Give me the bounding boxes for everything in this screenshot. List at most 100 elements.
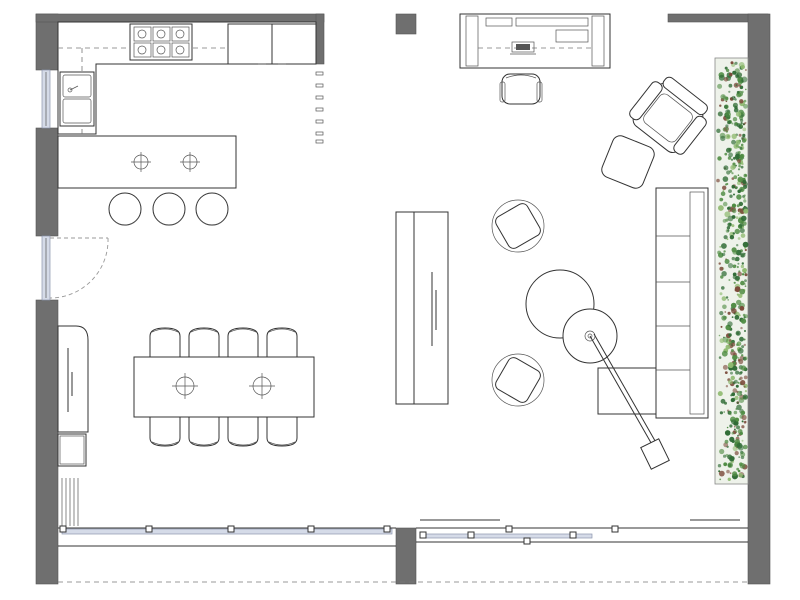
leaf-dot (732, 388, 738, 393)
green-wall-planter (714, 57, 749, 485)
leaf-dot (743, 444, 748, 450)
column-top (395, 13, 417, 35)
leaf-dot (725, 344, 731, 350)
leaf-dot (718, 262, 721, 265)
leaf-dot (735, 186, 738, 189)
leaf-dot (744, 273, 748, 277)
leaf-dot (731, 172, 734, 175)
foliage (716, 61, 749, 481)
leaf-dot (727, 222, 732, 227)
leaf-dot (722, 189, 725, 192)
leaf-dot (723, 454, 727, 458)
leaf-dot (740, 118, 744, 122)
leaf-dot (719, 292, 723, 296)
leaf-dot (743, 421, 747, 424)
leaf-dot (733, 281, 736, 284)
leaf-dot (740, 253, 744, 258)
leaf-dot (739, 154, 744, 159)
leaf-dot (726, 147, 731, 153)
leaf-dot (718, 334, 721, 337)
wall-top-left-return (315, 13, 325, 65)
leaf-dot (725, 133, 731, 140)
leaf-dot (724, 371, 728, 374)
leaf-dot (735, 153, 741, 160)
leaf-dot (738, 164, 741, 168)
armchair (629, 76, 708, 155)
leaf-dot (733, 107, 739, 113)
desk-chair (499, 73, 543, 105)
leaf-dot (736, 265, 739, 269)
leaf-dot (716, 128, 721, 133)
leaf-dot (738, 397, 745, 404)
leaf-dot (744, 285, 747, 288)
office (459, 13, 611, 105)
leaf-dot (739, 146, 743, 150)
leaf-dot (728, 379, 733, 385)
leaf-dot (743, 103, 748, 109)
leaf-dot (730, 165, 736, 170)
leaf-dot (739, 431, 743, 436)
leaf-dot (736, 401, 739, 404)
column-bottom (395, 527, 417, 585)
leaf-dot (721, 286, 725, 290)
leaf-dot (725, 218, 729, 222)
leaf-dot (736, 390, 739, 393)
leaf-dot (737, 381, 740, 384)
leaf-dot (723, 442, 729, 448)
leaf-dot (727, 263, 734, 269)
leaf-dot (720, 398, 726, 404)
entry-door (49, 237, 109, 299)
leaf-dot (726, 170, 731, 175)
leaf-dot (723, 77, 729, 82)
leaf-dot (744, 174, 747, 177)
leaf-dot (722, 304, 727, 310)
leaf-dot (745, 69, 747, 71)
wall-right (747, 13, 771, 585)
leaf-dot (729, 424, 733, 428)
walls (35, 13, 771, 585)
leaf-dot (742, 138, 746, 143)
leaf-dot (744, 279, 747, 283)
left-windows (41, 69, 51, 301)
leaf-dot (732, 471, 738, 477)
leaf-dot (732, 232, 735, 235)
leaf-dot (732, 208, 737, 214)
leaf-dot (737, 347, 744, 354)
leaf-dot (723, 462, 728, 467)
leaf-dot (731, 224, 735, 228)
leaf-dot (742, 241, 749, 248)
leaf-dot (724, 311, 727, 313)
leaf-dot (735, 216, 739, 220)
leaf-dot (728, 83, 733, 88)
leaf-dot (719, 478, 722, 481)
bar-stools (108, 192, 229, 226)
leaf-dot (726, 119, 729, 122)
leaf-dot (740, 264, 745, 269)
leaf-dot (738, 473, 743, 478)
dining (133, 327, 315, 447)
leaf-dot (734, 395, 739, 400)
leaf-dot (727, 477, 731, 481)
leaf-dot (741, 345, 745, 349)
leaf-dot (743, 252, 746, 255)
leaf-dot (738, 84, 742, 87)
leaf-dot (733, 410, 738, 415)
leaf-dot (735, 84, 738, 87)
leaf-dot (739, 306, 745, 311)
leaf-dot (717, 250, 721, 255)
leaf-dot (736, 244, 739, 247)
leaf-dot (723, 411, 725, 413)
leaf-dot (735, 275, 741, 281)
leaf-dot (731, 397, 736, 402)
leaf-dot (737, 469, 741, 473)
leaf-dot (737, 189, 741, 194)
radiator (61, 478, 79, 526)
leaf-dot (718, 74, 725, 81)
leaf-dot (727, 229, 730, 232)
leaf-dot (735, 164, 737, 167)
leaf-dot (730, 394, 733, 397)
leaf-dot (731, 432, 735, 435)
leaf-dot (736, 90, 740, 94)
leaf-dot (736, 72, 743, 78)
leaf-dot (741, 76, 748, 83)
